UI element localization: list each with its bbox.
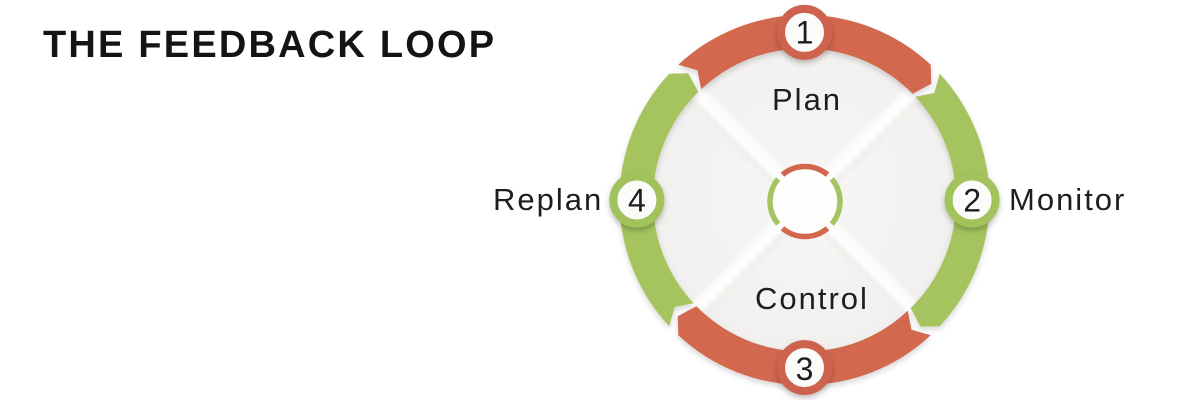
svg-text:3: 3 — [796, 351, 814, 387]
svg-text:1: 1 — [796, 15, 814, 51]
svg-text:4: 4 — [628, 183, 646, 219]
svg-text:2: 2 — [963, 183, 981, 219]
